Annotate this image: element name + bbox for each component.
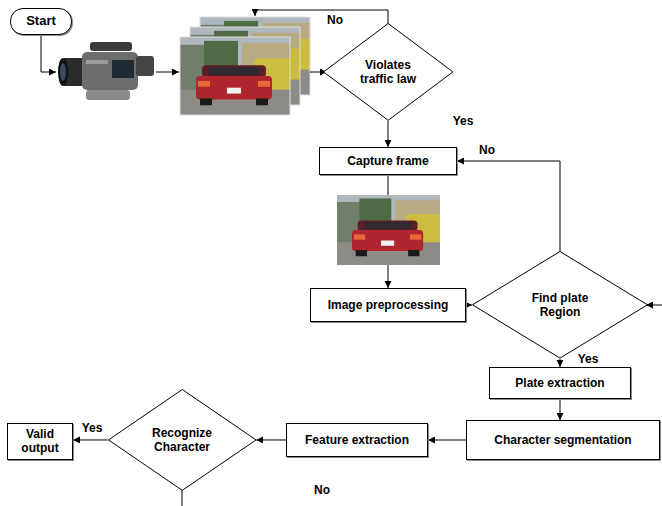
start-terminal: Start: [10, 8, 72, 35]
node-text: Plate extraction: [515, 376, 604, 390]
decision-diamond: Recognize Character: [108, 389, 257, 491]
flow-arrow: [73, 439, 108, 440]
camera-body: [82, 52, 138, 90]
flow-arrow: [466, 304, 472, 305]
node-text: Recognize Character: [143, 426, 221, 454]
edge-label: Yes: [451, 115, 476, 128]
node-text: Feature extraction: [305, 433, 409, 447]
node-text: Capture frame: [347, 154, 428, 168]
start-arrow: [41, 35, 56, 72]
camera-glass: [60, 63, 66, 81]
decision-diamond: Violates traffic law: [323, 23, 453, 121]
loop-arrow: [255, 10, 388, 27]
process-box: Plate extraction: [489, 367, 631, 399]
flow-arrow: [387, 121, 388, 147]
process-box: Image preprocessing: [310, 288, 466, 322]
process-box: Character segmentation: [466, 420, 660, 460]
camera-arrow: [156, 72, 179, 73]
frame-edge: [180, 37, 290, 115]
node-text: Find plate Region: [512, 291, 607, 319]
diamond-shape: [323, 24, 452, 121]
camera-base: [86, 90, 130, 100]
flow-arrow: [560, 399, 561, 420]
node-text: Start: [26, 14, 56, 28]
diamond-shape: [473, 252, 648, 359]
camera-lens-rim: [58, 58, 68, 86]
output-box: Valid output: [7, 423, 73, 460]
edge-label: Yes: [80, 422, 105, 435]
branch-label: No: [312, 484, 332, 497]
decision-diamond: Find plate Region: [472, 251, 648, 359]
branch-label: No: [325, 14, 345, 27]
process-box: Capture frame: [319, 147, 457, 175]
process-box: Feature extraction: [286, 423, 428, 457]
flow-arrow: [428, 440, 466, 441]
diamond-shape: [108, 390, 256, 491]
edge-label: Yes: [576, 353, 601, 366]
flow-lines: [41, 10, 662, 506]
edge-label: No: [477, 144, 497, 157]
node-text: Violates traffic law: [354, 58, 421, 86]
captured-frame-image: [337, 195, 440, 265]
video-frame: [180, 37, 290, 115]
flow-arrow: [457, 161, 560, 251]
video-frames: [180, 17, 310, 115]
flow-arrow: [559, 359, 560, 367]
camera-handle: [90, 42, 132, 51]
video-camera: [58, 42, 154, 100]
node-text: Valid output: [12, 427, 68, 455]
node-text: Image preprocessing: [328, 298, 449, 312]
camera-viewfinder: [136, 56, 154, 76]
camera-screen: [112, 60, 134, 78]
flow-arrow: [256, 439, 286, 440]
node-text: Character segmentation: [494, 433, 631, 447]
camera-trim: [86, 60, 108, 64]
